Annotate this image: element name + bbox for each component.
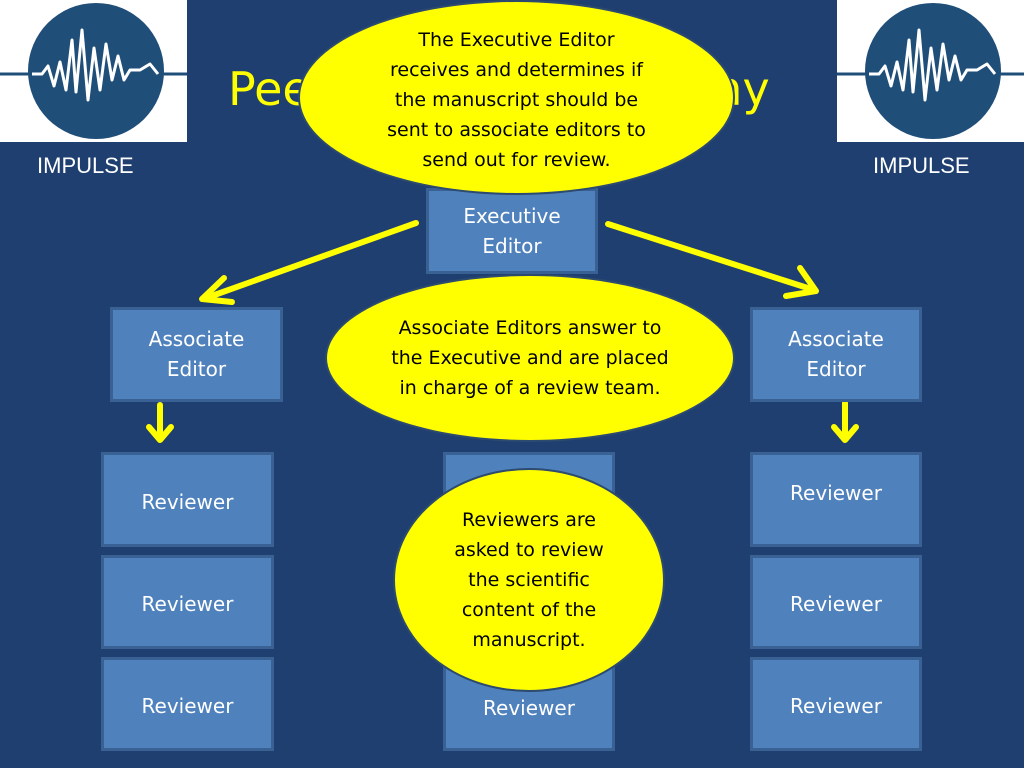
associate-editor-label: Associate Editor [148, 327, 245, 381]
logo-right [837, 0, 1024, 142]
executive-callout-text: The Executive Editor receives and determ… [387, 28, 646, 171]
executive-callout: The Executive Editor receives and determ… [298, 0, 735, 195]
arrowhead-left [199, 275, 235, 305]
arrow-to-left-associate [203, 220, 419, 301]
reviewer-label: Reviewer [483, 696, 575, 720]
impulse-logo-icon [837, 3, 1024, 139]
reviewers-callout-text: Reviewers are asked to review the scient… [454, 509, 604, 651]
reviewer-label: Reviewer [141, 592, 234, 616]
reviewer-label: Reviewer [790, 694, 882, 718]
associate-editor-label: Associate Editor [788, 327, 884, 381]
reviewer-label: Reviewer [790, 592, 882, 616]
reviewer-label: Reviewer [141, 490, 234, 514]
reviewer-box: Reviewer [101, 657, 274, 751]
reviewer-box: Reviewer [101, 452, 274, 547]
associate-editor-box-right: Associate Editor [750, 307, 922, 402]
associate-editor-box-left: Associate Editor [110, 307, 283, 402]
logo-left [0, 0, 187, 142]
associate-callout: Associate Editors answer to the Executiv… [325, 274, 735, 442]
reviewer-label: Reviewer [790, 481, 882, 505]
reviewer-label: Reviewer [141, 694, 234, 718]
reviewer-box: Reviewer [750, 452, 922, 547]
slide-title-left: Pee [228, 62, 311, 116]
executive-editor-label: Executive Editor [463, 204, 561, 258]
reviewer-box: Reviewer [750, 555, 922, 649]
arrow-to-right-associate [605, 221, 817, 293]
arrowhead-right [783, 265, 819, 299]
arrowhead-down-right [831, 424, 859, 443]
arrowhead-down-left [146, 424, 174, 443]
logo-right-label: IMPULSE [873, 153, 970, 178]
associate-callout-text: Associate Editors answer to the Executiv… [391, 317, 669, 399]
logo-left-label: IMPULSE [37, 153, 134, 178]
impulse-logo-icon [0, 3, 187, 139]
reviewer-box: Reviewer [101, 555, 274, 649]
reviewers-callout: Reviewers are asked to review the scient… [393, 468, 665, 692]
reviewer-box: Reviewer [750, 657, 922, 751]
executive-editor-box: Executive Editor [426, 188, 598, 274]
